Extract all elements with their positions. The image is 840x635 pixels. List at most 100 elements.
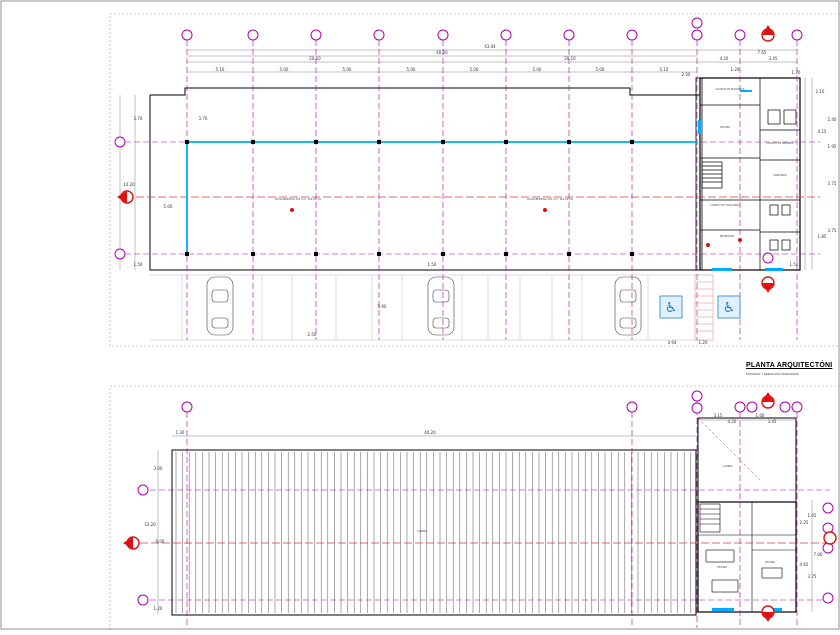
roof-axes	[150, 400, 830, 628]
dimension-lines	[119, 49, 813, 270]
dim-half-left: 20.10	[309, 56, 321, 61]
horizontal-axes	[125, 141, 820, 255]
dim-half-right: 20.10	[564, 56, 576, 61]
dim-right-4: 1.95	[828, 144, 837, 149]
dim-misc-3: 1.50	[428, 262, 437, 267]
dim-misc-1: 1.20	[731, 67, 740, 72]
dim-right-1: 2.10	[816, 89, 825, 94]
plan-subtitle: OFICINAS Y SERVICIOS SANITARIOS	[746, 372, 799, 376]
door-marks	[698, 90, 783, 271]
ground-floor-plan: ♿ ♿	[114, 17, 820, 341]
top-dimension-texts: 43.04 40.20 20.10 20.10 4.20 7.65 3.45 5…	[123, 44, 837, 345]
services-roof	[697, 417, 797, 503]
dim-right-3: 4.15	[818, 129, 827, 134]
dim-right-5: 3.75	[828, 181, 837, 186]
upper-office-rooms	[698, 502, 796, 612]
room-sanitary: SANITARIO	[773, 173, 786, 177]
accessible-parking-icon: ♿ ♿	[659, 295, 741, 319]
dim-bay-7: 5.00	[596, 67, 605, 72]
room-office: OFICINA	[720, 125, 730, 129]
roof-dim-top-2: 40.20	[424, 430, 436, 435]
upper-offices	[697, 501, 797, 613]
level-markers	[290, 208, 742, 247]
plan-title: PLANTA ARQUITECTÓNI	[746, 362, 833, 369]
roof-label-texts: LAMINA LAMINA OFICINA OFICINA	[417, 464, 775, 569]
dim-bay-9: 2.00	[682, 72, 691, 77]
dim-misc-8: 1.50	[790, 262, 799, 267]
services-roof-label: LAMINA	[723, 464, 733, 468]
cars	[206, 276, 642, 336]
room-local-1: LOCAL/BODEGA 433.4 m² 362.00 m2	[275, 197, 322, 201]
vertical-axes	[186, 40, 798, 340]
dim-services-b: 7.65	[758, 50, 767, 55]
roof-dim-right-4: 4.65	[800, 562, 809, 567]
roof-dim-right-2: 2.25	[800, 520, 809, 525]
dim-bay-1: 5.10	[216, 67, 225, 72]
roof-dim-left-3: 9.00	[156, 539, 165, 544]
room-reception: RECEPCIÓN	[720, 233, 735, 238]
axis-bubbles-top	[114, 17, 803, 260]
roof-sheet-label: LAMINA	[417, 529, 427, 533]
roof-dim-left-4: 1.20	[154, 606, 163, 611]
dim-width-warehouse: 40.20	[436, 50, 448, 55]
dim-right-2: 2.40	[828, 117, 837, 122]
roof-dimension-lines	[157, 419, 813, 615]
dim-misc-5: 5.90	[378, 304, 387, 309]
room-machines: CUARTO DE MAQUINAS	[716, 87, 745, 91]
dim-bay-2: 5.00	[280, 67, 289, 72]
svg-text:♿: ♿	[665, 300, 678, 316]
beams	[186, 141, 697, 254]
dim-left-1: 3.70	[134, 116, 143, 121]
dim-left-3: 5.00	[164, 204, 173, 209]
services-block-outline	[699, 77, 801, 271]
roof-dim-top-4: 3.45	[768, 419, 777, 424]
room-local-2: LOCAL/BODEGA 433.4 m² 362.00 m2	[527, 197, 574, 201]
room-cleaning: CUARTO DE LIMPIEZA	[767, 141, 794, 145]
dim-left-2: 3.70	[199, 116, 208, 121]
roof-ribs	[175, 452, 692, 613]
roof-outline	[171, 449, 697, 616]
columns	[185, 140, 634, 256]
roof-dim-left-1: 3.00	[154, 466, 163, 471]
dim-misc-7: 1.20	[699, 340, 708, 345]
roof-dim-left-2: 13.20	[144, 522, 156, 527]
roof-dim-top-3: 4.20	[728, 419, 737, 424]
room-label-texts: LOCAL/BODEGA 433.4 m² 362.00 m2 LOCAL/BO…	[275, 87, 794, 238]
ramp-stairs	[694, 274, 714, 341]
dim-misc-2: 1.70	[792, 70, 801, 75]
room-guard: CUARTO DE VIGILANCIA	[710, 203, 740, 207]
svg-text:♿: ♿	[723, 300, 736, 316]
roof-dim-top-1: 1.30	[176, 430, 185, 435]
bottom-viewport	[109, 385, 840, 635]
dim-bay-8: 5.10	[660, 67, 669, 72]
dim-bay-4: 5.00	[407, 67, 416, 72]
dim-services-c: 3.45	[769, 56, 778, 61]
parking-stalls	[150, 274, 700, 341]
dim-bay-5: 5.00	[470, 67, 479, 72]
bottom-dimension-texts: 1.30 40.20 4.20 3.45 1.60 3.15 3.00 13.2…	[144, 413, 823, 611]
dim-misc-6: 3.94	[668, 340, 677, 345]
dim-total-width: 43.04	[484, 44, 496, 49]
dim-left-total: 14.20	[123, 182, 135, 187]
roof-dim-top-5: 1.60	[756, 413, 765, 418]
top-viewport	[109, 13, 840, 347]
dim-left-4: 1.50	[134, 262, 143, 267]
warehouse-outline	[149, 87, 701, 271]
roof-dim-right-1: 1.05	[808, 513, 817, 518]
section-markers-top	[117, 25, 775, 293]
dim-right-6: 3.75	[828, 228, 837, 233]
dim-bay-3: 5.00	[343, 67, 352, 72]
roof-plan	[123, 390, 837, 628]
upper-office-1: OFICINA	[717, 565, 727, 569]
section-markers-bottom	[123, 392, 837, 622]
roof-dim-right-5: 3.75	[808, 574, 817, 579]
dim-misc-4: 2.50	[308, 332, 317, 337]
upper-office-2: OFICINA	[765, 560, 775, 564]
roof-slope-line	[697, 417, 761, 481]
dim-right-7: 1.85	[818, 234, 827, 239]
service-rooms	[700, 78, 800, 270]
roof-dim-top-6: 3.15	[714, 413, 723, 418]
